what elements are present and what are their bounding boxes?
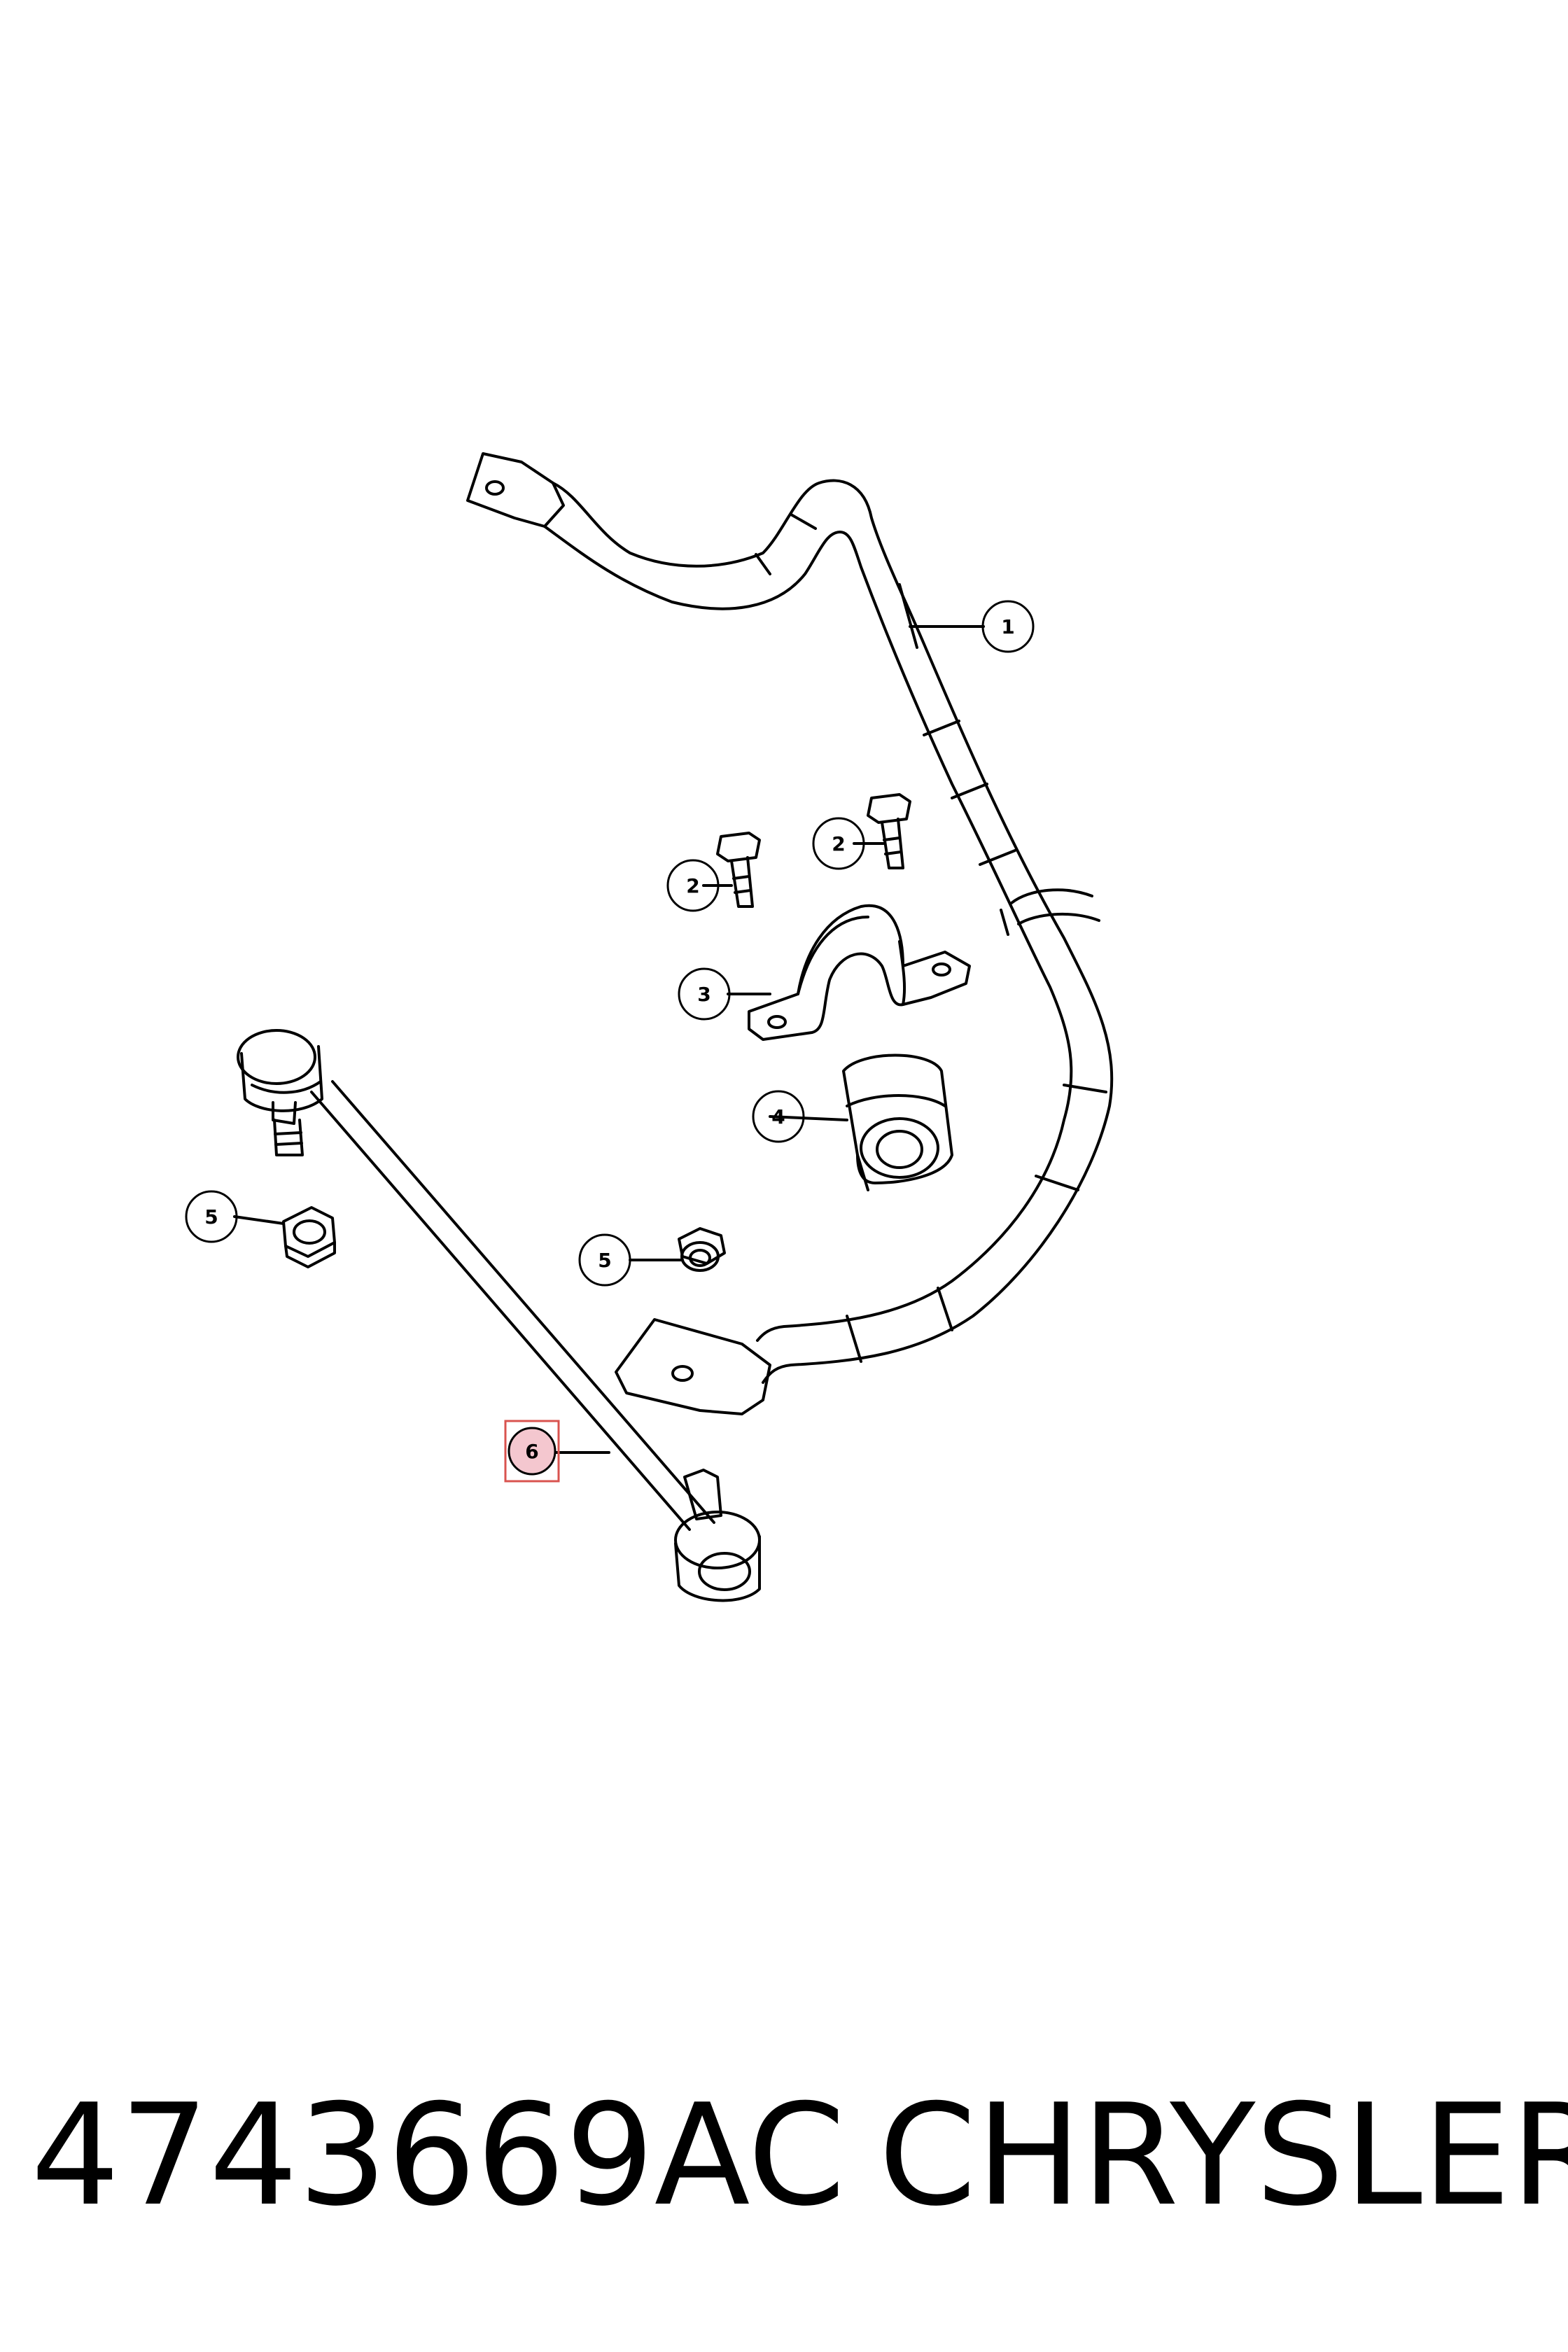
- stabilizer-link: [237, 1029, 761, 1602]
- footer: 4743669AC CHRYSLER: [0, 2065, 1568, 2247]
- retainer-bracket: [727, 904, 971, 1041]
- nut-left: [233, 1206, 336, 1268]
- callout-4-label[interactable]: 4: [771, 1105, 785, 1128]
- callout-1-label[interactable]: 1: [1001, 615, 1014, 638]
- callout-2a-label[interactable]: 2: [686, 874, 699, 897]
- callout-6-highlight[interactable]: [504, 1420, 560, 1483]
- callout-circles: [185, 600, 1035, 1287]
- nut-right: [629, 1227, 726, 1272]
- callout-5a-label[interactable]: 5: [204, 1205, 218, 1228]
- bolt-right: [853, 793, 911, 869]
- callout-5b-label[interactable]: 5: [598, 1249, 611, 1272]
- callout-6-label[interactable]: 6: [525, 1440, 538, 1463]
- part-number: 4743669AC: [31, 2074, 846, 2237]
- brand-name: CHRYSLER: [878, 2074, 1568, 2237]
- bushing: [769, 1054, 953, 1191]
- callout-3-label[interactable]: 3: [697, 983, 710, 1006]
- stabilizer-bar: [466, 452, 1114, 1415]
- callout-2b-label[interactable]: 2: [832, 832, 845, 855]
